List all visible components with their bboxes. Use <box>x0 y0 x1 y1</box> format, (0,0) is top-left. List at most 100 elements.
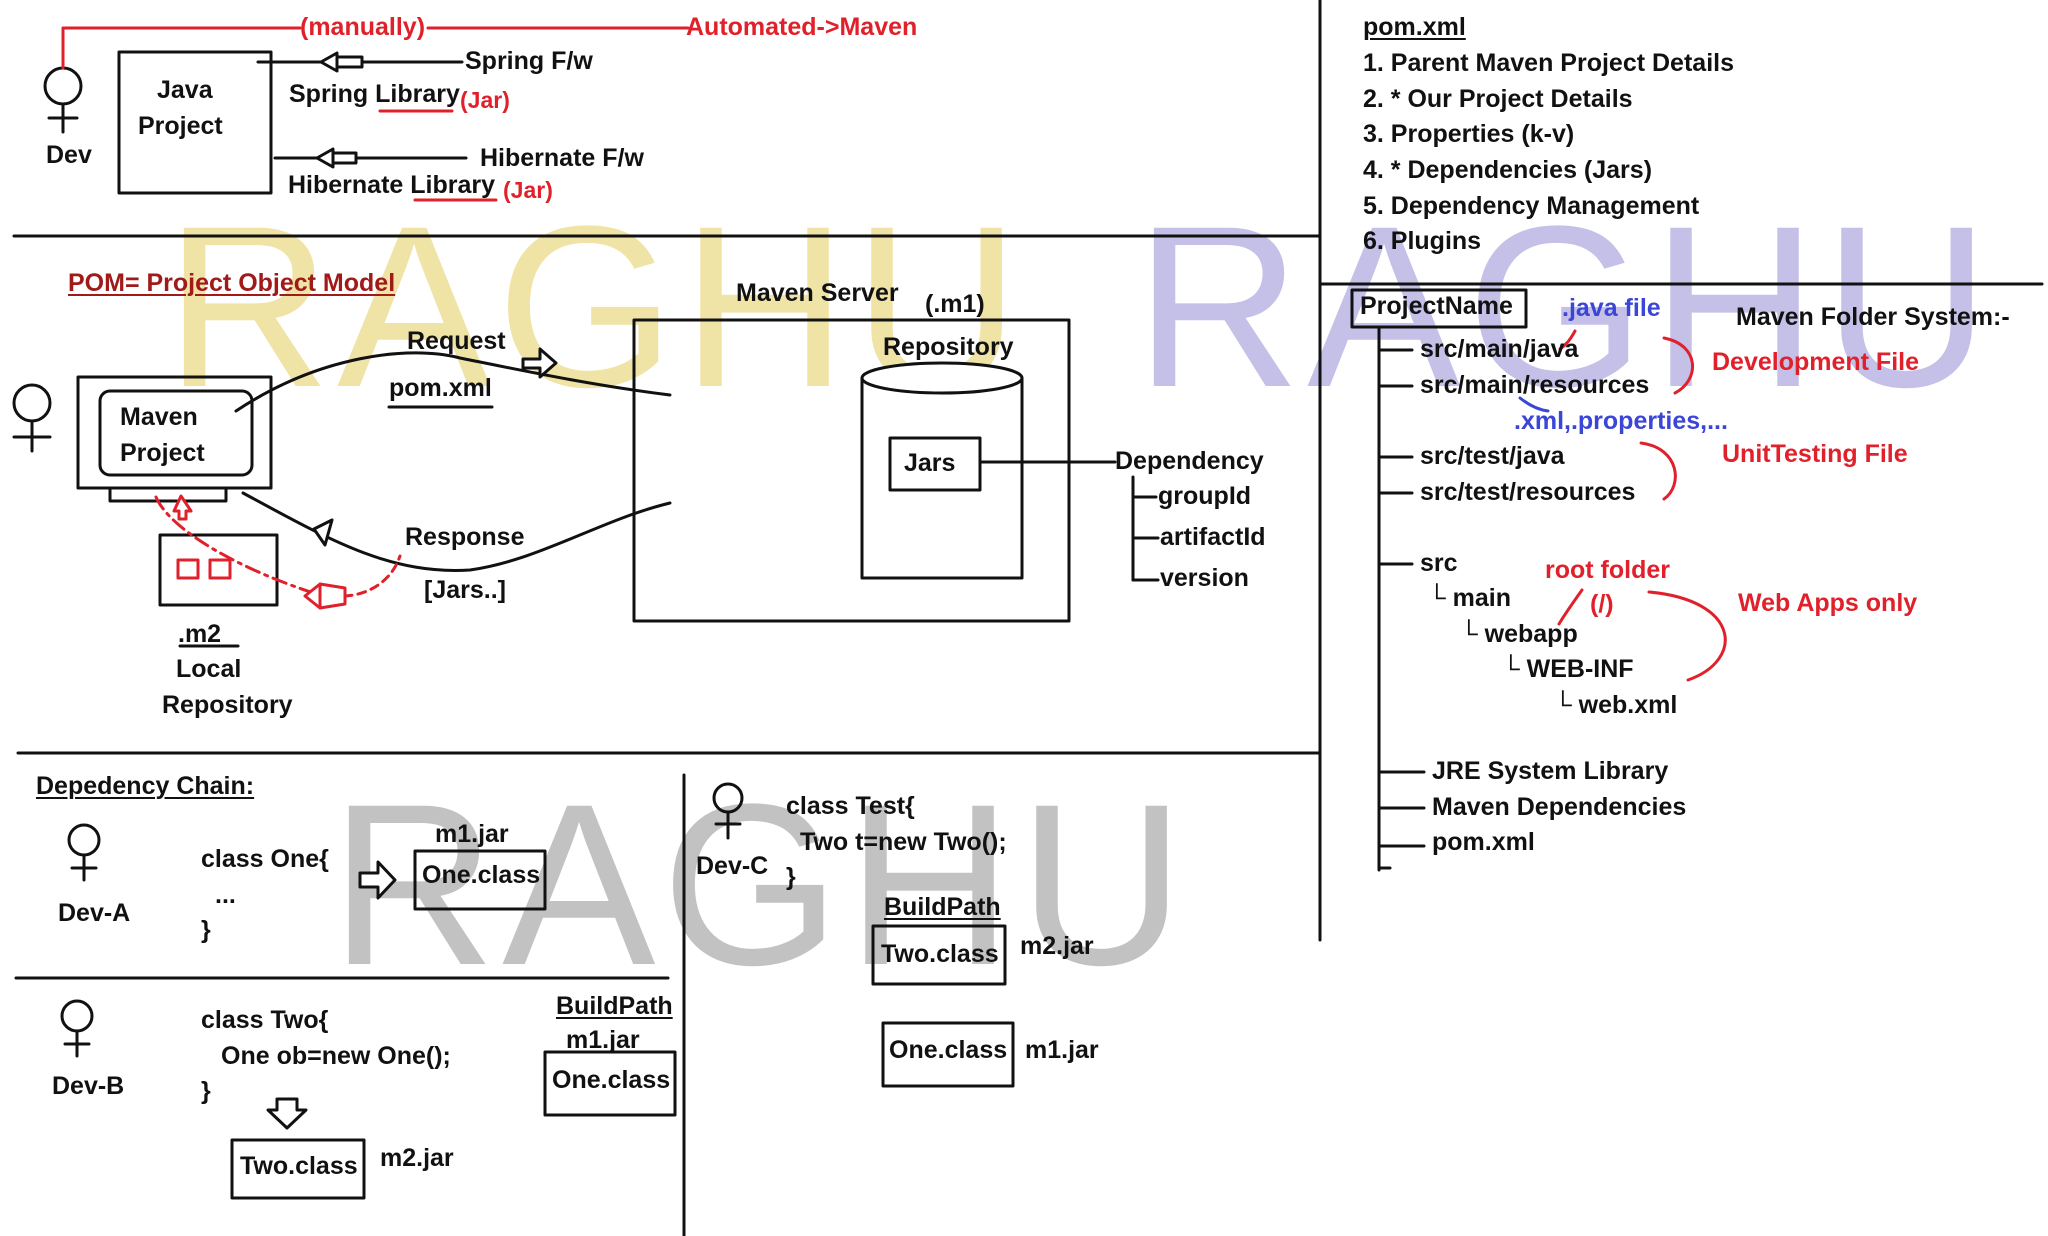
automated-maven-label: Automated->Maven <box>686 13 918 41</box>
root-folder-label: root folder <box>1545 556 1670 584</box>
local-label: Local <box>176 655 242 683</box>
maven-server-label: Maven Server <box>736 279 899 307</box>
web-xml-label: └ web.xml <box>1554 691 1678 719</box>
class-one-line1: class One{ <box>201 845 329 873</box>
src-test-java-label: src/test/java <box>1420 442 1565 470</box>
unit-testing-file-label: UnitTesting File <box>1722 440 1908 468</box>
class-one-line3: } <box>201 916 211 944</box>
dev-b-one-class-label: One.class <box>552 1066 671 1094</box>
dev-b-m2-jar-label: m2.jar <box>380 1144 454 1172</box>
pom-section-3: 3. Properties (k-v) <box>1363 120 1575 148</box>
folder-pom-xml-label: pom.xml <box>1432 828 1535 856</box>
manually-label: (manually) <box>300 13 426 41</box>
class-test-line1: class Test{ <box>786 792 915 820</box>
one-class-box-a <box>413 849 547 911</box>
pom-section-5: 5. Dependency Management <box>1363 192 1700 220</box>
src-label: src <box>1420 549 1458 577</box>
java-project-box <box>117 50 273 195</box>
watermark-gray: RAGHU <box>330 756 1191 1013</box>
hibernate-library-label: Hibernate Library <box>288 171 496 199</box>
dev-c-m1-jar-label: m1.jar <box>1025 1036 1099 1064</box>
two-class-box-b <box>230 1138 366 1200</box>
src-main-java-label: src/main/java <box>1420 335 1579 363</box>
class-one-line2: ... <box>215 881 236 909</box>
web-inf-label: └ WEB-INF <box>1502 655 1634 683</box>
pom-section-4: 4. * Dependencies (Jars) <box>1363 156 1653 184</box>
dev-b-label: Dev-B <box>52 1072 125 1100</box>
jars-label: Jars <box>904 449 956 477</box>
dev-a-arrow-icon <box>358 860 397 900</box>
dev-b-build-path-label: BuildPath <box>556 992 673 1020</box>
maven-project-line2: Project <box>120 439 205 467</box>
version-label: version <box>1160 564 1249 592</box>
dev-c-m2-jar-label: m2.jar <box>1020 932 1094 960</box>
dev-c-person-figure <box>712 782 744 840</box>
spring-jar-label: (Jar) <box>460 87 510 113</box>
monitor-frame <box>76 375 273 490</box>
hibernate-fw-label: Hibernate F/w <box>480 144 644 172</box>
jars-box <box>888 436 982 492</box>
xml-properties-label: .xml,.properties,... <box>1514 407 1728 435</box>
dependency-label: Dependency <box>1115 447 1264 475</box>
maven-server-box <box>632 318 1071 623</box>
group-id-label: groupId <box>1158 482 1252 510</box>
response-to-local-arrow-icon <box>303 582 347 610</box>
two-class-box-c <box>871 924 1007 986</box>
dev-c-one-class-label: One.class <box>889 1036 1008 1064</box>
pom-section-1: 1. Parent Maven Project Details <box>1363 49 1734 77</box>
dev-b-two-class-label: Two.class <box>240 1152 358 1180</box>
class-two-line1: class Two{ <box>201 1006 329 1034</box>
dependency-chain-title: Depedency Chain: <box>36 772 255 800</box>
folder-system-title: Maven Folder System:- <box>1736 303 2010 331</box>
project-name-box <box>1350 288 1528 329</box>
main-label: └ main <box>1428 584 1512 612</box>
pom-model-title: POM= Project Object Model <box>68 269 396 297</box>
dev-person-figure <box>43 66 83 134</box>
artifact-id-label: artifactId <box>1160 523 1266 551</box>
request-label: Request <box>407 327 506 355</box>
local-repo-box <box>158 533 279 607</box>
user-person-figure <box>12 383 52 453</box>
response-jars-label: [Jars..] <box>424 576 506 604</box>
local-repository-label: Repository <box>162 691 293 719</box>
dev-b-down-arrow-icon <box>266 1097 308 1130</box>
java-file-label: .java file <box>1562 294 1661 322</box>
class-two-line2: One ob=new One(); <box>221 1042 451 1070</box>
dev-c-two-class-label: Two.class <box>881 940 999 968</box>
hibernate-jar-label: (Jar) <box>503 177 553 203</box>
webapp-label: └ webapp <box>1460 620 1578 648</box>
one-class-box-c <box>881 1021 1015 1088</box>
repository-cylinder <box>860 361 1024 580</box>
dev-b-m1-jar-label: m1.jar <box>566 1026 640 1054</box>
pom-section-2: 2. * Our Project Details <box>1363 85 1633 113</box>
dev-c-build-path-label: BuildPath <box>884 893 1001 921</box>
java-project-line1: Java <box>157 76 213 104</box>
response-label: Response <box>405 523 525 551</box>
spring-library-label: Spring Library <box>289 80 460 108</box>
spring-arrow-icon <box>319 51 364 73</box>
local-to-project-arrow-icon <box>172 494 193 521</box>
dev-b-person-figure <box>60 999 94 1058</box>
dev-a-label: Dev-A <box>58 899 131 927</box>
maven-project-line1: Maven <box>120 403 198 431</box>
development-file-label: Development File <box>1712 348 1919 376</box>
request-pom-xml-label: pom.xml <box>389 374 492 402</box>
request-arrow-icon <box>521 347 558 379</box>
dev-a-person-figure <box>67 823 101 882</box>
hibernate-arrow-icon <box>315 147 358 169</box>
web-apps-only-label: Web Apps only <box>1738 589 1918 617</box>
response-arrow-icon <box>312 518 334 547</box>
class-test-line2: Two t=new Two(); <box>800 828 1007 856</box>
class-test-line3: } <box>786 863 796 891</box>
dev-c-label: Dev-C <box>696 852 769 880</box>
watermark-purple: RAGHU <box>1135 178 1996 435</box>
root-slash-label: (/) <box>1590 590 1614 618</box>
spring-fw-label: Spring F/w <box>465 47 593 75</box>
src-test-resources-label: src/test/resources <box>1420 478 1636 506</box>
dev-a-m1-jar-label: m1.jar <box>435 820 509 848</box>
maven-dependencies-label: Maven Dependencies <box>1432 793 1687 821</box>
pom-sections-title: pom.xml <box>1363 13 1466 41</box>
src-main-resources-label: src/main/resources <box>1420 371 1650 399</box>
